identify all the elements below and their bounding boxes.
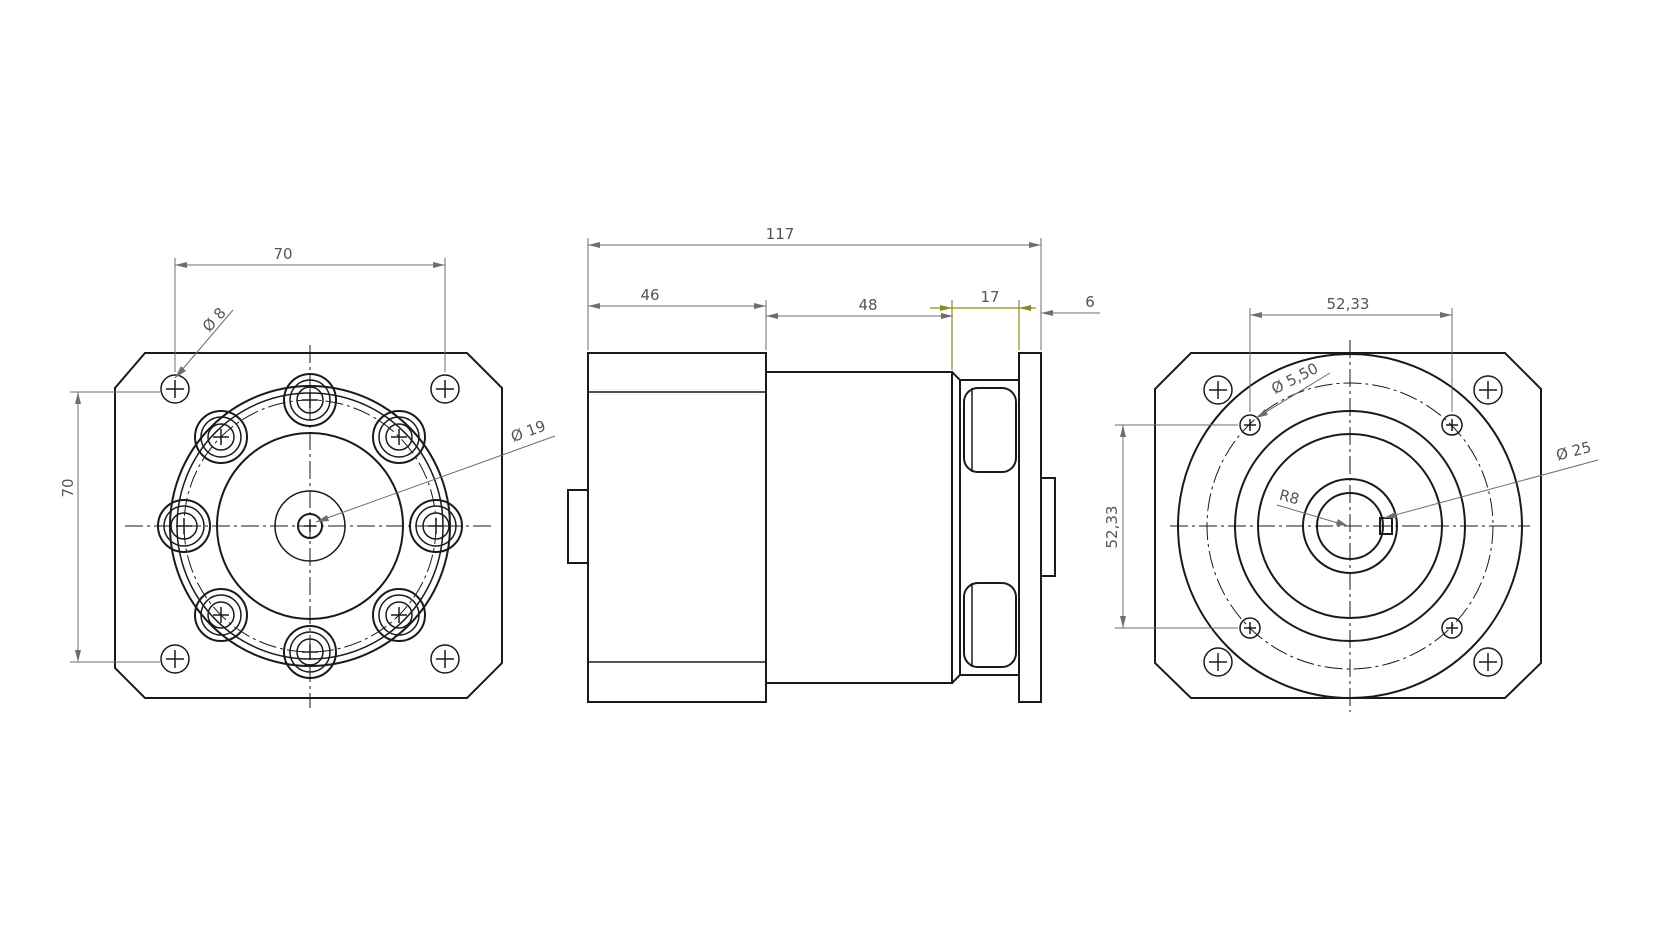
front-corner-bolt-br (430, 644, 460, 674)
rear-dim-v (1115, 424, 1238, 629)
side-dim-flange-label: 6 (1085, 293, 1095, 311)
front-view: 70 70 Ø 8 Ø 19 (59, 245, 556, 708)
side-dim-body (766, 313, 953, 319)
rear-outer-leader (1383, 459, 1599, 519)
front-bolt-hole-label: Ø 8 (199, 304, 230, 335)
rear-hole-tl (1239, 414, 1261, 436)
side-dim-body-label: 48 (858, 296, 877, 314)
rear-flange-outline (1154, 352, 1542, 699)
front-dim-v-label: 70 (59, 478, 77, 497)
rear-view: 52,33 52,33 Ø 5,50 Ø 25 R8 (1103, 295, 1599, 712)
front-dim-h (174, 258, 446, 372)
rear-corner-bolt-tr (1473, 375, 1503, 405)
rear-bore (1316, 492, 1384, 560)
rear-ring-3 (1302, 478, 1398, 574)
rear-dim-h (1249, 308, 1453, 412)
side-motor-section (587, 352, 767, 703)
front-shaft (297, 513, 323, 539)
front-hub (216, 432, 404, 620)
rear-ring-1 (1234, 410, 1466, 642)
rear-corner-bolt-br (1473, 647, 1503, 677)
front-corner-bolt-tr (430, 374, 460, 404)
front-bolt-hole-leader (174, 309, 234, 379)
front-flange-outline (114, 352, 503, 699)
front-corner-bolt-tl (160, 374, 190, 404)
side-rear-shaft (567, 489, 589, 564)
rear-bolt-circle (1206, 382, 1494, 670)
front-shaft-collar (274, 490, 346, 562)
rear-hole-tr (1441, 414, 1463, 436)
side-dim-total (587, 238, 1042, 350)
side-dim-neck (930, 300, 1036, 370)
side-body-section (765, 371, 953, 684)
side-view: 117 46 48 17 6 (567, 225, 1100, 703)
rear-radius-leader (1276, 504, 1349, 527)
rear-outer-label: Ø 25 (1554, 438, 1593, 465)
front-dim-v (70, 391, 160, 663)
front-dim-h-label: 70 (273, 245, 292, 263)
front-corner-bolt-bl (160, 644, 190, 674)
rear-corner-bolt-bl (1203, 647, 1233, 677)
side-dim-flange (1041, 310, 1100, 316)
rear-dim-h-label: 52,33 (1327, 295, 1370, 313)
front-shaft-leader (315, 435, 556, 523)
rear-hole-br (1441, 617, 1463, 639)
rear-ring-2 (1257, 433, 1443, 619)
rear-hole-leader (1255, 372, 1331, 419)
rear-hole-bl (1239, 617, 1261, 639)
side-output-shaft (1040, 477, 1056, 577)
side-neck-section (960, 379, 1019, 676)
side-flange (1018, 352, 1042, 703)
rear-outer-circle (1177, 353, 1523, 699)
side-dim-neck-label: 17 (980, 288, 999, 306)
front-shaft-label: Ø 19 (508, 417, 548, 446)
side-dim-total-label: 117 (766, 225, 795, 243)
rear-hole-label: Ø 5,50 (1268, 359, 1321, 398)
side-dim-motor (588, 300, 767, 350)
front-outer-ring (169, 385, 451, 667)
rear-radius-label: R8 (1277, 486, 1301, 509)
rear-corner-bolt-tl (1203, 375, 1233, 405)
side-dim-motor-label: 46 (640, 286, 659, 304)
rear-dim-v-label: 52,33 (1103, 506, 1121, 549)
